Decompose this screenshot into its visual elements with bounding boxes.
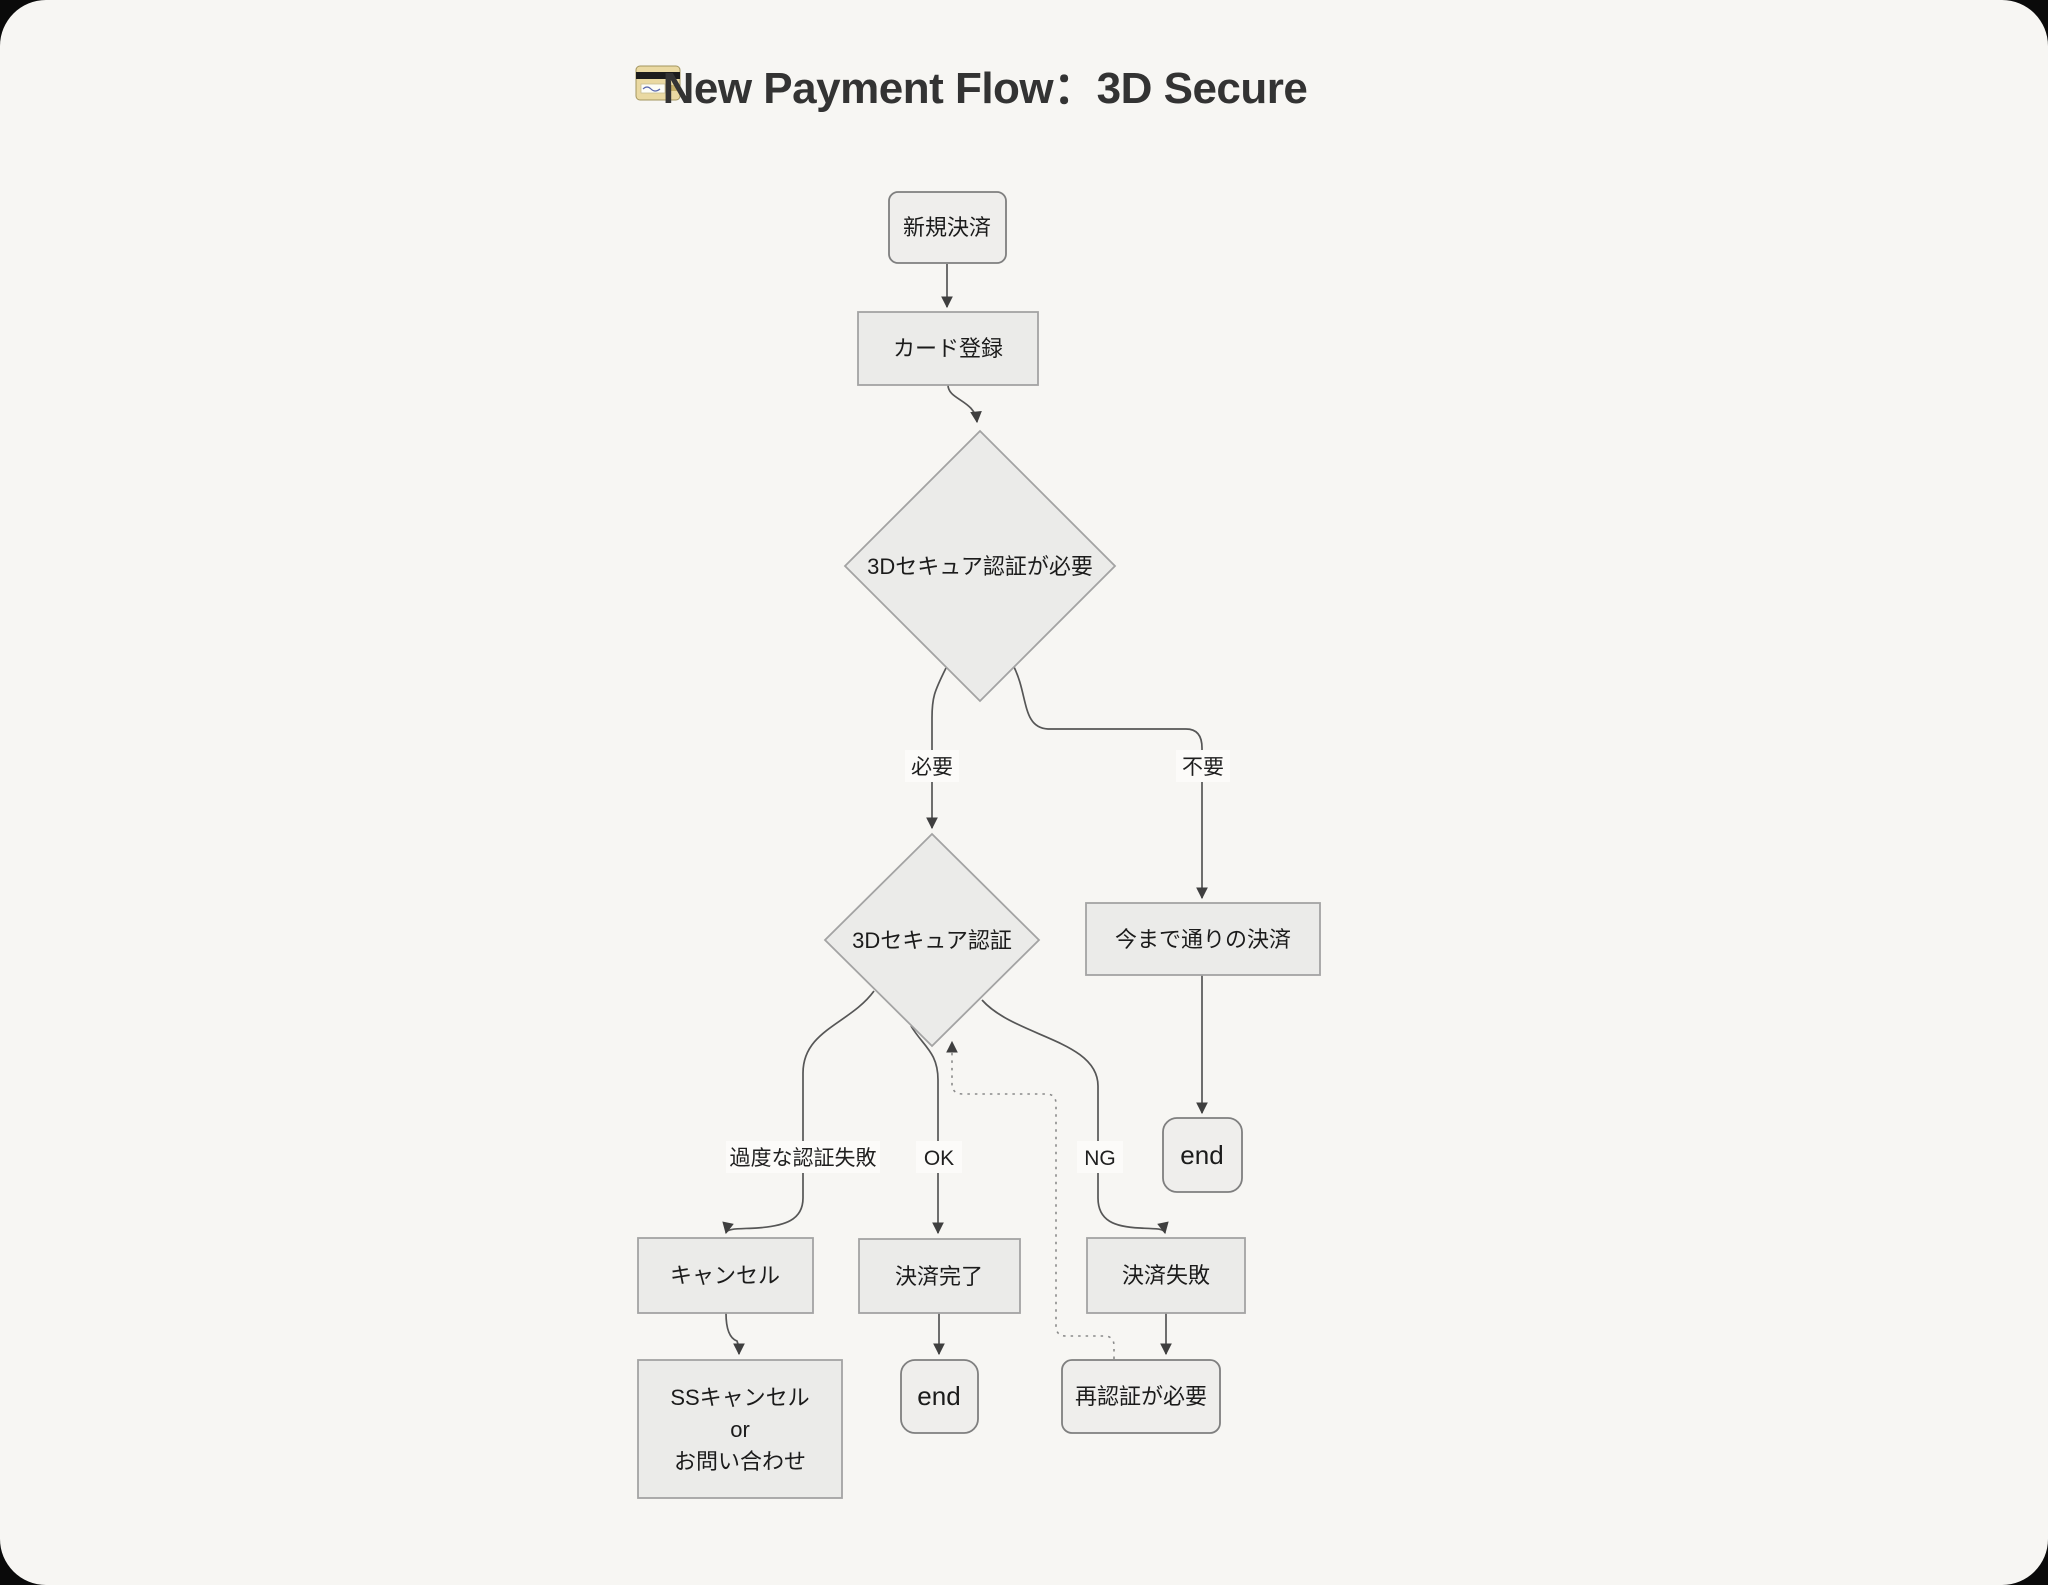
page-title: New Payment Flow：3D Secure [635,64,1308,113]
edge-label-not-required: 不要 [1176,750,1230,782]
node-payment-complete-label: 決済完了 [895,1264,983,1289]
node-cancel-label: キャンセル [670,1263,780,1288]
node-payment-failed-shape [1086,1237,1246,1314]
node-needs-3ds-label: 3Dセキュア認証が必要 [867,554,1093,579]
node-payment-complete-shape [858,1238,1021,1314]
node-ss-cancel-line2: or [730,1417,750,1442]
node-end-normal-label: end [1180,1140,1223,1170]
node-cancel-shape [637,1237,814,1314]
title-text: New Payment Flow：3D Secure [663,64,1308,113]
edge-ng [981,999,1169,1235]
edge-label-bg [916,1141,962,1173]
node-reauth-required-label: 再認証が必要 [1075,1384,1207,1409]
edge-label-text: OK [924,1147,954,1170]
edge-label-ok: OK [916,1141,962,1173]
node-normal-payment: 今まで通りの決済 [1085,902,1321,976]
node-start-label: 新規決済 [903,215,991,240]
node-normal-payment-shape [1085,902,1321,976]
edge-required [926,667,947,830]
edge-reauth-loop-dotted [946,1040,1115,1359]
edge-ok [910,1025,944,1235]
node-needs-3ds-decision: 3Dセキュア認証が必要 [843,429,1117,703]
edge-label-text: 過度な認証失敗 [730,1147,877,1170]
edge-label-bg [726,1141,880,1173]
node-end-complete-label: end [917,1381,960,1411]
node-card-register: カード登録 [857,311,1039,386]
edge-label-text: NG [1084,1147,1116,1170]
node-normal-payment-label: 今まで通りの決済 [1115,927,1291,952]
node-ss-cancel-line1: SSキャンセル [670,1385,809,1410]
node-card-register-shape [857,311,1039,386]
edge-label-text: 必要 [911,756,953,779]
edge-excess-fail [722,990,875,1235]
node-ss-cancel-line3: お問い合わせ [674,1449,806,1474]
edge-card-register-to-needs-3ds [947,384,982,424]
node-auth-3ds-decision: 3Dセキュア認証 [823,832,1041,1048]
node-payment-complete: 決済完了 [858,1238,1021,1314]
node-end-complete: end [900,1359,979,1434]
node-payment-failed-label: 決済失敗 [1122,1263,1210,1288]
node-reauth-required-shape [1061,1359,1221,1434]
edge-cancel-to-ss-cancel [725,1312,745,1356]
node-auth-3ds-label: 3Dセキュア認証 [852,928,1012,953]
node-card-register-label: カード登録 [893,336,1003,361]
edge-label-bg [1176,750,1230,782]
edge-label-ng: NG [1077,1141,1123,1173]
node-start: 新規決済 [888,191,1007,264]
node-auth-3ds-shape [823,832,1041,1048]
credit-card-icon [635,65,681,101]
edge-label-bg [905,750,959,782]
node-end-normal-shape [1162,1117,1243,1193]
node-end-normal: end [1162,1117,1243,1193]
node-end-complete-shape [900,1359,979,1434]
node-cancel: キャンセル [637,1237,814,1314]
edge-label-excess-fail: 過度な認証失敗 [726,1141,880,1173]
edge-label-required: 必要 [905,750,959,782]
edges [722,264,1208,1359]
node-needs-3ds-shape [843,429,1117,703]
node-ss-cancel: SSキャンセル or お問い合わせ [637,1359,843,1499]
edge-not-required [1013,666,1208,900]
edge-label-bg [1077,1141,1123,1173]
node-reauth-required: 再認証が必要 [1061,1359,1221,1434]
node-payment-failed: 決済失敗 [1086,1237,1246,1314]
node-start-shape [888,191,1007,264]
edge-label-text: 不要 [1182,756,1224,779]
node-ss-cancel-shape [637,1359,843,1499]
